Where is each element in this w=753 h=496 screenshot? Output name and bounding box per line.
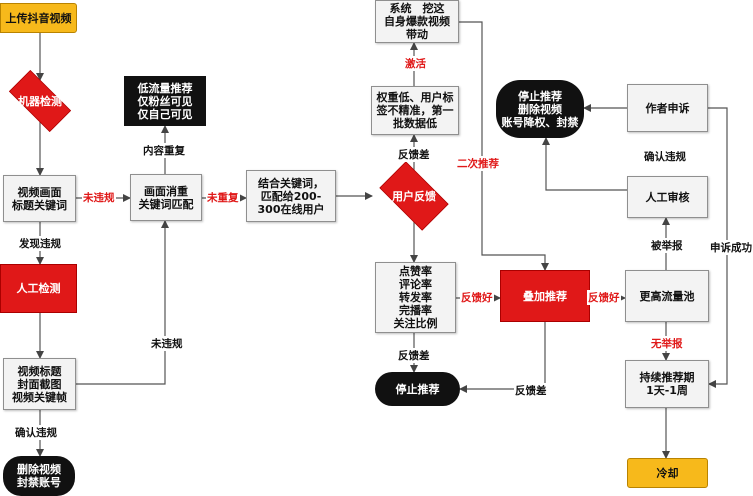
label-feedback-good-2: 反馈好 bbox=[587, 290, 621, 305]
arrow-title-dedupe bbox=[76, 220, 169, 385]
label-reported: 被举报 bbox=[650, 238, 684, 253]
upload-video-node: 上传抖音视频 bbox=[0, 3, 77, 33]
label-feedback-bad-bottom: 反馈差 bbox=[397, 348, 431, 363]
low-weight-node: 权重低、用户标 签不精准，第一 批数据低 bbox=[371, 86, 459, 135]
label-not-violating: 未违规 bbox=[150, 336, 184, 351]
combine-keywords-node: 结合关键词， 匹配给200- 300在线用户 bbox=[246, 170, 336, 222]
higher-pool-node: 更高流量池 bbox=[625, 270, 709, 322]
stop-delete-node: 停止推荐 删除视频 账号降权、封禁 bbox=[496, 80, 584, 138]
label-appeal-success: 申诉成功 bbox=[709, 240, 753, 255]
label-confirm-violation-right: 确认违规 bbox=[643, 149, 687, 164]
manual-check-node: 人工检测 bbox=[0, 264, 77, 313]
delete-video-node: 删除视频 封禁账号 bbox=[3, 456, 75, 496]
label-no-violation-1: 未违规 bbox=[82, 190, 116, 205]
label-activate: 激活 bbox=[404, 56, 427, 71]
label-confirm-violation-left: 确认违规 bbox=[14, 425, 58, 440]
system-boost-node: 系统 挖这 自身爆款视频 带动 bbox=[375, 0, 459, 43]
label-no-duplicate: 未重复 bbox=[206, 190, 240, 205]
label-feedback-good-1: 反馈好 bbox=[460, 290, 494, 305]
video-title-node: 视频标题 封面截图 视频关键帧 bbox=[3, 358, 76, 410]
low-traffic-node: 低流量推荐 仅粉丝可见 仅自己可见 bbox=[124, 76, 206, 126]
arrow-review-stopdelete bbox=[542, 137, 627, 191]
continuous-node: 持续推荐期 1天-1周 bbox=[625, 360, 709, 408]
user-feedback-diamond: 用户反馈 bbox=[372, 161, 456, 231]
label-found-violation: 发现违规 bbox=[18, 236, 62, 251]
flow-connectors bbox=[36, 21, 728, 459]
machine-check-label: 机器检测 bbox=[18, 95, 62, 108]
author-appeal-node: 作者申诉 bbox=[627, 84, 708, 132]
label-content-duplicate: 内容重复 bbox=[142, 143, 186, 158]
stack-recommend-node: 叠加推荐 bbox=[500, 270, 590, 322]
human-review-node: 人工审核 bbox=[627, 176, 708, 218]
frame-dedupe-node: 画面消重 关键词匹配 bbox=[130, 174, 202, 221]
video-frame-node: 视频画面 标题关键词 bbox=[3, 175, 76, 222]
arrow-stack-stop bbox=[459, 322, 546, 393]
cooldown-node: 冷却 bbox=[627, 458, 708, 488]
machine-check-diamond: 机器检测 bbox=[0, 69, 80, 133]
label-not-reported: 无举报 bbox=[650, 336, 684, 351]
label-feedback-bad-right: 反馈差 bbox=[514, 383, 548, 398]
label-second-recommend: 二次推荐 bbox=[456, 156, 500, 171]
arrow-system-stack bbox=[459, 21, 549, 271]
label-feedback-bad-top: 反馈差 bbox=[397, 147, 431, 162]
stop-recommend-node: 停止推荐 bbox=[375, 372, 460, 406]
metrics-node: 点赞率 评论率 转发率 完播率 关注比例 bbox=[375, 262, 456, 333]
user-feedback-label: 用户反馈 bbox=[392, 190, 436, 203]
